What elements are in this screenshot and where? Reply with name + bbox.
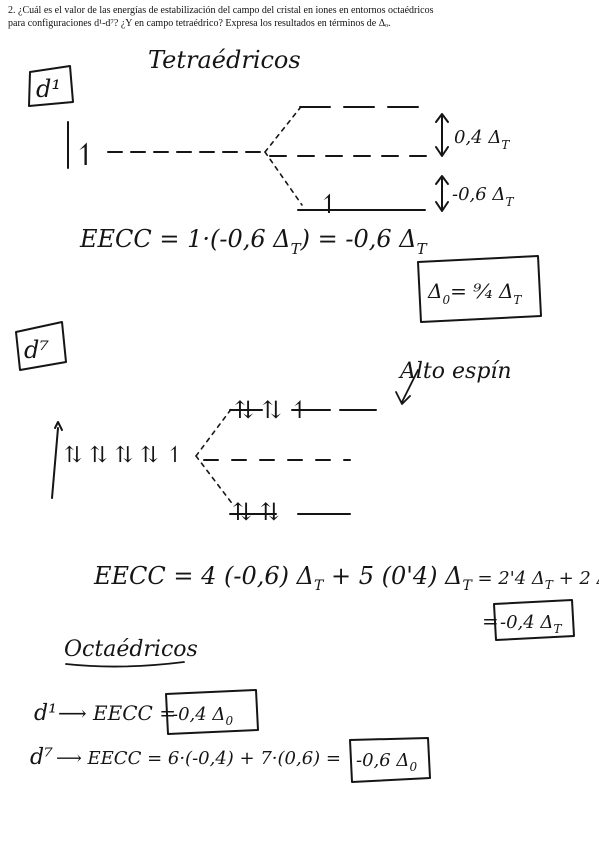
d1-tetra-eecc-sub2: T	[417, 240, 428, 258]
d7-tetra-result-sub: T	[553, 622, 562, 636]
d1-tetra-eecc-tail: ) = -0,6 Δ	[300, 225, 417, 253]
d1-ion-electrons: ↿	[73, 138, 98, 173]
d1-lower-gap-label: -0,6 ΔT	[452, 184, 514, 209]
octa-d1-tag: d¹	[34, 701, 57, 726]
d7-tag: d⁷	[24, 336, 49, 364]
d7-tetra-result-box	[493, 599, 575, 641]
d7-split-upper-connector	[195, 407, 233, 457]
d1-tetra-eecc-sub: T	[291, 240, 302, 258]
octa-d7-result-value: -0,6 Δ	[356, 750, 409, 771]
d1-tetra-eecc: EECC = 1·(-0,6 ΔT) = -0,6 ΔT	[79, 225, 428, 258]
d1-upper-gap-sub: T	[501, 138, 510, 152]
d7-tetra-eecc-tail2: + 2 Δ	[553, 568, 599, 589]
octahedral-underline	[65, 661, 185, 668]
delta-relation-rhs-sub: T	[513, 293, 522, 307]
octa-d7-result-sub: 0	[409, 760, 417, 774]
d1-lower-gap-value: -0,6 Δ	[452, 184, 505, 205]
octa-d7-eecc: ⟶ EECC = 6·(-0,4) + 7·(0,6) =	[56, 748, 341, 769]
octa-d7-tag: d⁷	[30, 745, 53, 770]
d7-tetra-eecc-sub1: T	[314, 578, 325, 594]
d7-tetra-result-value: -0,4 Δ	[500, 612, 553, 633]
delta-relation-lhs: Δ	[427, 279, 442, 303]
octa-d1-result: -0,4 Δ0	[172, 704, 233, 728]
delta-relation: Δ0= ⁹⁄₄ ΔT	[427, 279, 522, 307]
d7-tetra-eecc-sub3: T	[545, 578, 554, 592]
d1-tetra-eecc-main: EECC = 1·(-0,6 Δ	[79, 225, 291, 253]
delta-relation-lhs-sub: 0	[442, 293, 450, 307]
d7-tetra-result: -0,4 ΔT	[500, 612, 562, 636]
d1-split-upper-connector	[264, 107, 301, 153]
relation-box	[417, 255, 542, 323]
d1-upper-gap-value: 0,4 Δ	[454, 127, 501, 148]
d1-e-electrons: ↿	[318, 190, 340, 220]
d1-tag-box	[28, 65, 74, 107]
d7-t2-electrons: ⇅ ⇅ ↿	[234, 396, 310, 424]
d7-ion-electrons: ⇅ ⇅ ⇅ ⇅ ↿	[64, 443, 184, 468]
d7-tag-box	[15, 321, 67, 371]
d7-tetra-eecc-main: EECC = 4 (-0,6) Δ	[93, 562, 314, 590]
d1-lower-gap-sub: T	[505, 195, 514, 209]
d7-tetra-eecc: EECC = 4 (-0,6) ΔT + 5 (0'4) ΔT = 2'4 ΔT…	[93, 562, 599, 594]
octahedral-heading: Octaédricos	[64, 637, 198, 662]
octa-d7-result: -0,6 Δ0	[356, 750, 417, 774]
d1-split-lower-connector	[264, 151, 303, 206]
d7-split-lower-connector	[195, 455, 235, 507]
d7-tetra-eecc-tail: = 2'4 Δ	[472, 568, 545, 589]
spin-note-arrow	[395, 369, 419, 405]
d7-tetra-eecc-mid: + 5 (0'4) Δ	[323, 562, 462, 590]
delta-relation-rhs: = ⁹⁄₄ Δ	[450, 279, 513, 303]
d7-tetra-eecc-sub2: T	[462, 578, 473, 594]
octa-d1-result-box	[165, 689, 259, 735]
octa-d1-result-value: -0,4 Δ	[172, 704, 225, 725]
spin-note: Alto espín	[398, 359, 512, 384]
question-text: 2. ¿Cuál es el valor de las energías de …	[8, 5, 434, 29]
d1-tag: d¹	[36, 75, 61, 103]
d1-upper-gap-label: 0,4 ΔT	[454, 127, 510, 152]
d1-upper-gap-arrow	[435, 113, 449, 157]
octa-d1-result-sub: 0	[225, 714, 233, 728]
d7-e-electrons: ⇅ ⇅	[232, 498, 280, 526]
octa-d7-result-box	[349, 737, 431, 783]
d7-ion-arrow-stem	[51, 421, 63, 499]
d1-lower-gap-arrow	[435, 175, 449, 212]
octa-d1-eecc: ⟶ EECC =	[58, 701, 176, 725]
tetrahedral-heading: Tetraédricos	[148, 46, 301, 74]
